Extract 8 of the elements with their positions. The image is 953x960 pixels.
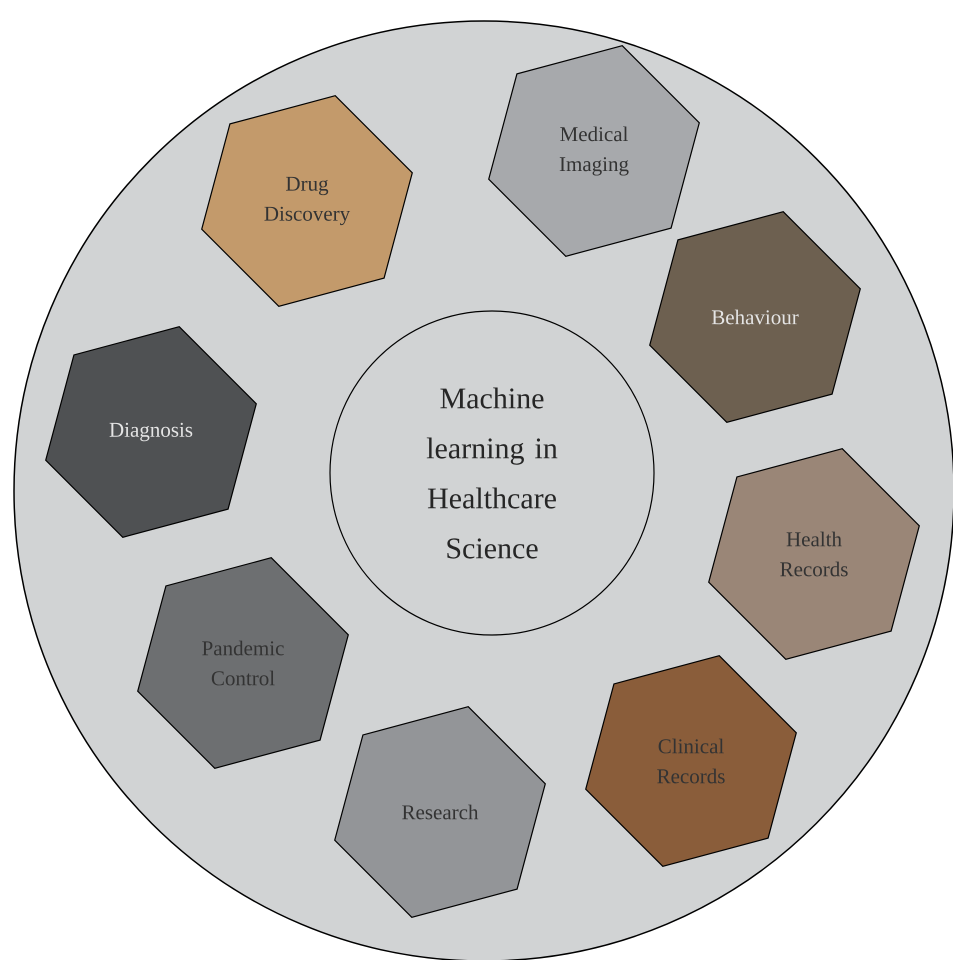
hexagon: Behaviour xyxy=(649,211,861,423)
hexagon: Research xyxy=(334,706,546,918)
hexagon: Medical Imaging xyxy=(488,45,700,257)
hexagon: Clinical Records xyxy=(585,655,797,867)
hexagon: Health Records xyxy=(708,448,920,660)
hexagon: Diagnosis xyxy=(45,326,257,538)
hexagon: Drug Discovery xyxy=(201,95,413,307)
hexagon: Pandemic Control xyxy=(137,557,349,769)
